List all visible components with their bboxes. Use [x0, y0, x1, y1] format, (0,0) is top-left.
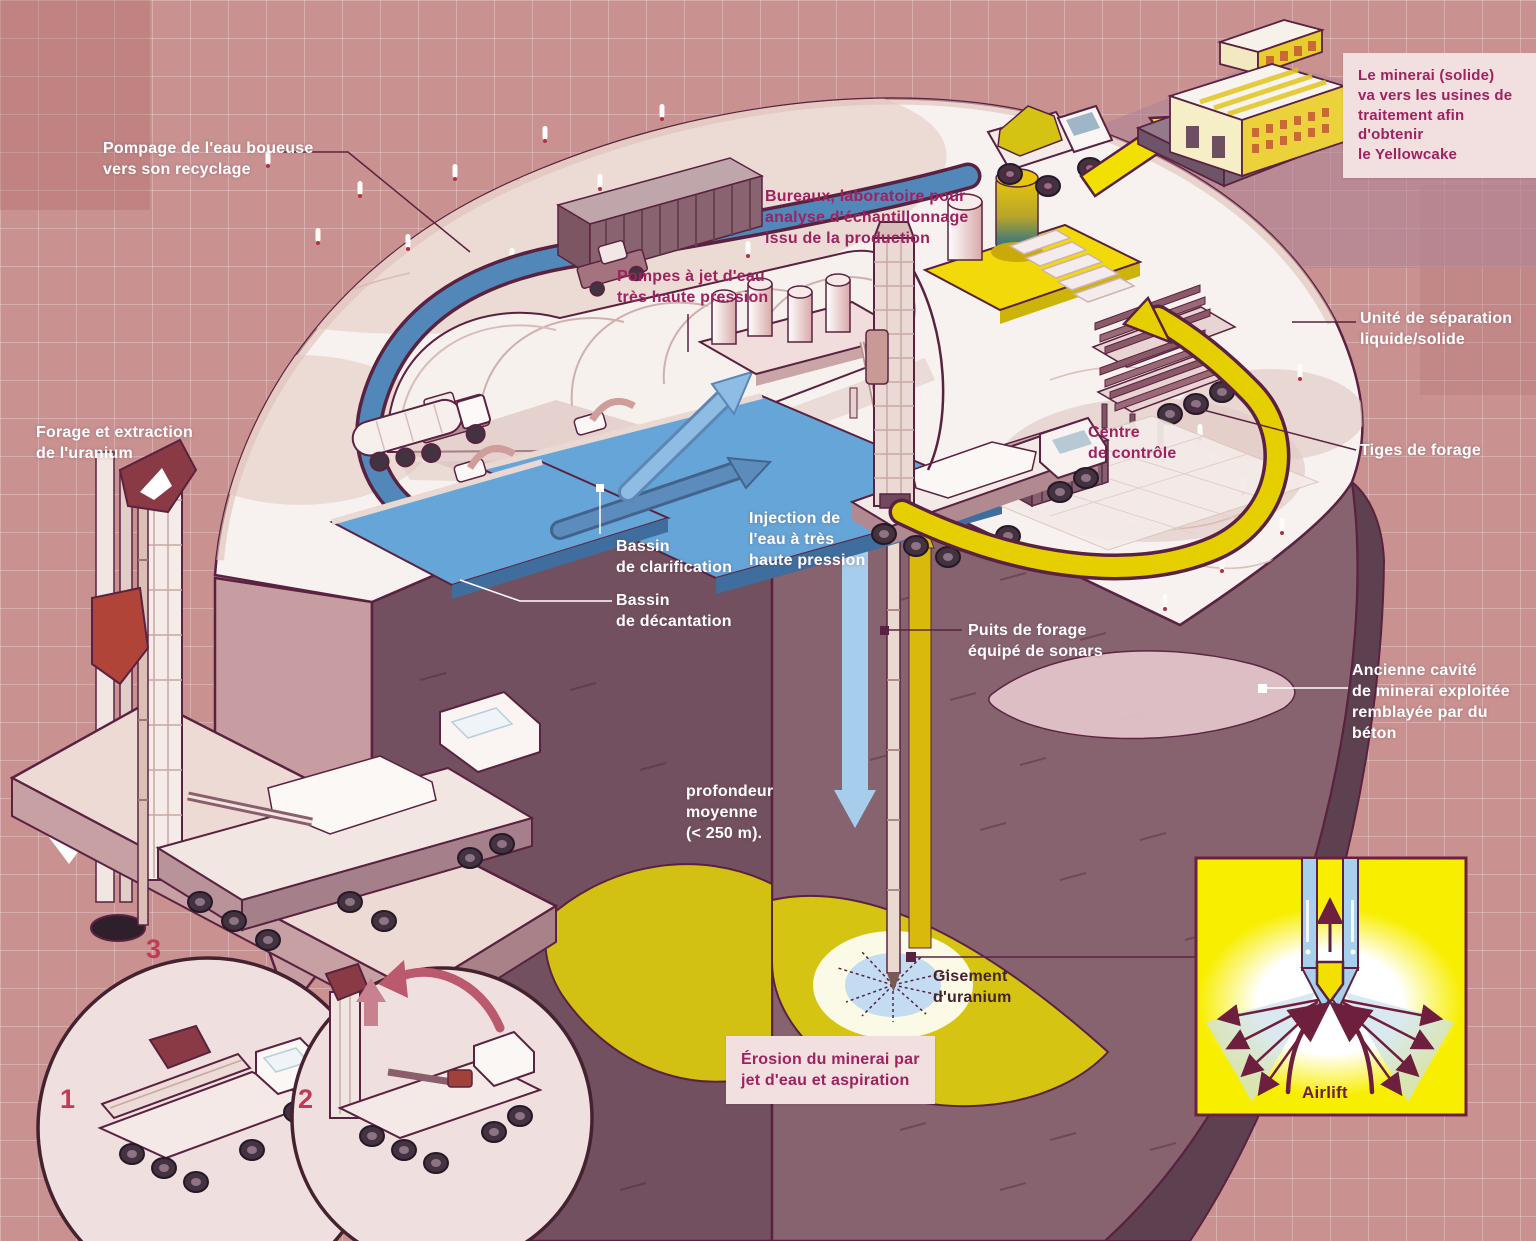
borehole-opening: [90, 914, 146, 942]
separation-unit-platform: [922, 168, 1143, 324]
central-drill-rig: [849, 221, 1107, 568]
step-number-1: 1: [60, 1084, 76, 1114]
slurry-up-arrow-icon: [905, 510, 935, 949]
left-drilling-rig: [9, 438, 559, 1032]
mast-carriage: [91, 586, 150, 686]
label-centre: Centre de contrôle: [1088, 424, 1177, 463]
label-profondeur: profondeur moyenne (< 250 m).: [686, 783, 774, 843]
suction-curve-left: [1285, 1001, 1331, 1095]
ore-load: [997, 105, 1063, 157]
slurry-return-path: [888, 295, 1291, 581]
label-bureaux: Bureaux, laboratoire pour analyse d'écha…: [765, 188, 969, 248]
rotate-arrow-icon: [393, 967, 505, 1033]
label-ancienne: Ancienne cavité de minerai exploitée rem…: [1352, 662, 1510, 743]
jet-down-chevron-icon: [1315, 960, 1345, 1005]
label-airlift: Airlift: [1302, 1083, 1348, 1102]
label-puits: Puits de forage équipé de sonars: [968, 622, 1103, 661]
label-unite: Unité de séparation liquide/solide: [1360, 310, 1513, 349]
pump-silos: [711, 273, 851, 345]
water-to-pumps-arrow-icon: [621, 393, 729, 499]
raised-mast: [329, 991, 361, 1119]
tanker-truck: [351, 394, 492, 472]
basin-flow-arrow-icon: [553, 463, 745, 537]
drill-string: [137, 504, 149, 926]
ore-dump-truck: [986, 104, 1114, 197]
step1-circle: [36, 956, 380, 1241]
label-gisement: Gisement d'uranium: [933, 968, 1012, 1007]
label-pompage: Pompage de l'eau boueuse vers son recycl…: [103, 140, 314, 179]
rig-truck: [155, 690, 541, 951]
pipe-wall-right: [1342, 857, 1359, 971]
leader-lines: [282, 151, 1357, 693]
suction-curve-right: [1329, 1001, 1375, 1095]
product-drums: [1008, 229, 1136, 303]
label-mineral-box: Le minerai (solide) va vers les usines d…: [1343, 53, 1536, 178]
gisement-leader: [906, 952, 1196, 962]
borehole: [886, 467, 901, 992]
hydraulic-arm: [187, 794, 313, 824]
label-bassin-clarification: Bassin de clarification: [616, 538, 733, 577]
label-pompes: Pompes à jet d'eau très haute pression: [617, 268, 769, 307]
yellowcake-tank: [995, 177, 1039, 249]
step2-circle: [290, 960, 594, 1241]
pickup-truck: [576, 239, 649, 297]
label-bassin-decantation: Bassin de décantation: [616, 592, 732, 631]
basin-pump: [453, 444, 516, 483]
label-forage: Forage et extraction de l'uranium: [36, 424, 193, 463]
slurry-arrowhead-icon: [1121, 295, 1173, 345]
rig-cable: [910, 267, 945, 471]
step-number-2: 2: [298, 1084, 314, 1114]
label-erosion-box: Érosion du minerai par jet d'eau et aspi…: [726, 1036, 935, 1105]
basin-pump-2: [573, 397, 636, 436]
label-tiges: Tiges de forage: [1360, 442, 1481, 459]
airlift-inset: [1194, 856, 1468, 1117]
label-injection: Injection de l'eau à très haute pression: [749, 510, 866, 570]
step-number-3: 3: [146, 934, 162, 964]
backfilled-cavity: [988, 650, 1296, 740]
treatment-factory: [1135, 19, 1351, 188]
raise-up-arrow-icon: [356, 978, 386, 1026]
storage-container-top: [556, 157, 764, 277]
deposit-left-lens: [544, 863, 773, 1083]
